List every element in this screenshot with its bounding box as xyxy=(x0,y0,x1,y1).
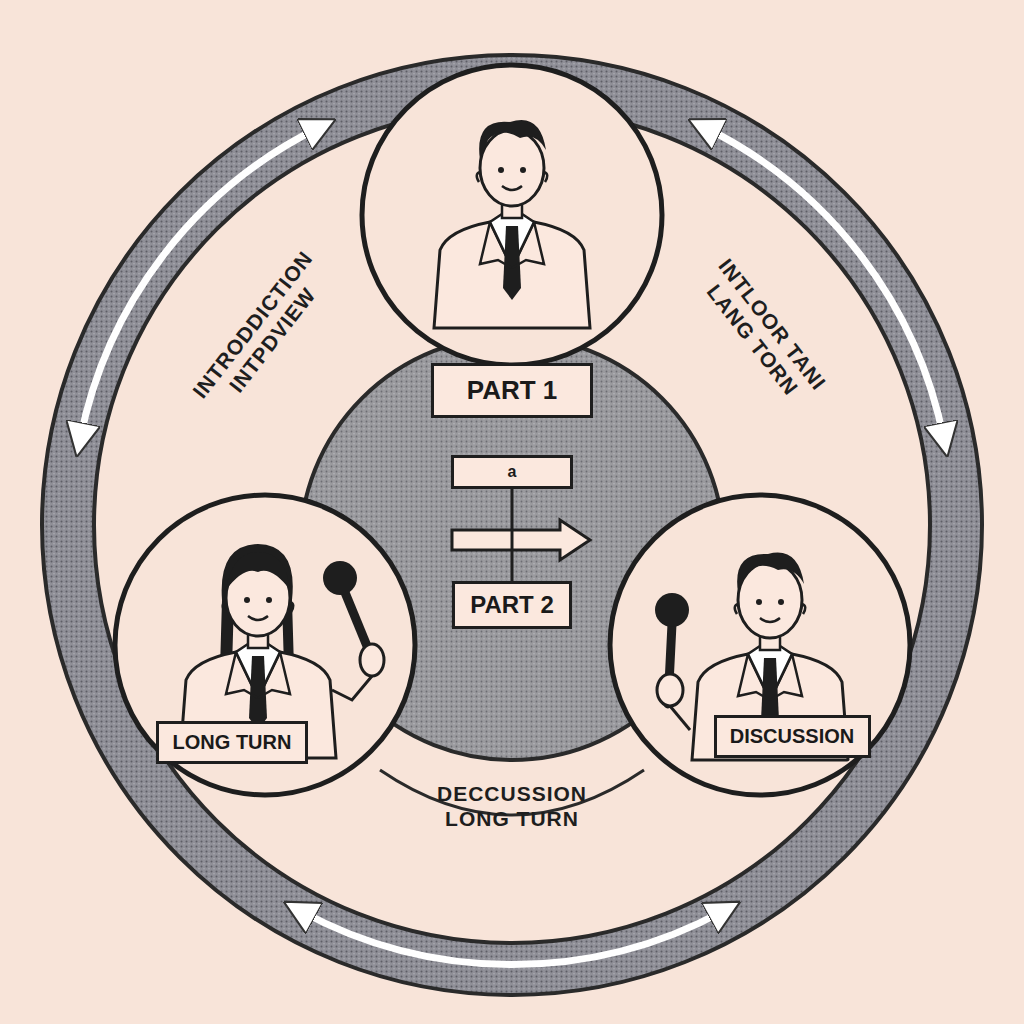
cycle-arrows xyxy=(80,127,944,965)
plaque-text: PART 1 xyxy=(467,375,558,406)
block-arrow xyxy=(452,520,590,560)
plaque-text: LONG TURN xyxy=(173,731,292,754)
stage-plaque: a xyxy=(451,455,573,489)
arc-label: INTLOOR TANI LANG TORN xyxy=(673,228,851,436)
arc-label: DECCUSSION LONG TURN xyxy=(410,781,615,831)
microphone xyxy=(323,561,384,700)
plaque-text: a xyxy=(508,463,517,481)
part-circle xyxy=(362,65,662,365)
cycle-arrow xyxy=(299,910,725,965)
outer-band xyxy=(42,55,982,995)
plaque-text: PART 2 xyxy=(470,591,554,619)
microphone xyxy=(655,593,690,730)
arc-label: INTRODDICTION INTPDVIEW xyxy=(173,228,351,436)
part-circle xyxy=(610,495,910,795)
connector-line xyxy=(511,489,514,581)
stage-plaque: LONG TURN xyxy=(156,721,308,764)
part-circle xyxy=(115,495,415,795)
plaque-text: DISCUSSION xyxy=(730,725,854,748)
stage-plaque: PART 2 xyxy=(452,581,572,629)
stage-plaque: PART 1 xyxy=(431,363,593,418)
man-figure xyxy=(434,120,590,328)
stage-plaque: DISCUSSION xyxy=(714,715,871,758)
inner-ring xyxy=(94,107,930,943)
